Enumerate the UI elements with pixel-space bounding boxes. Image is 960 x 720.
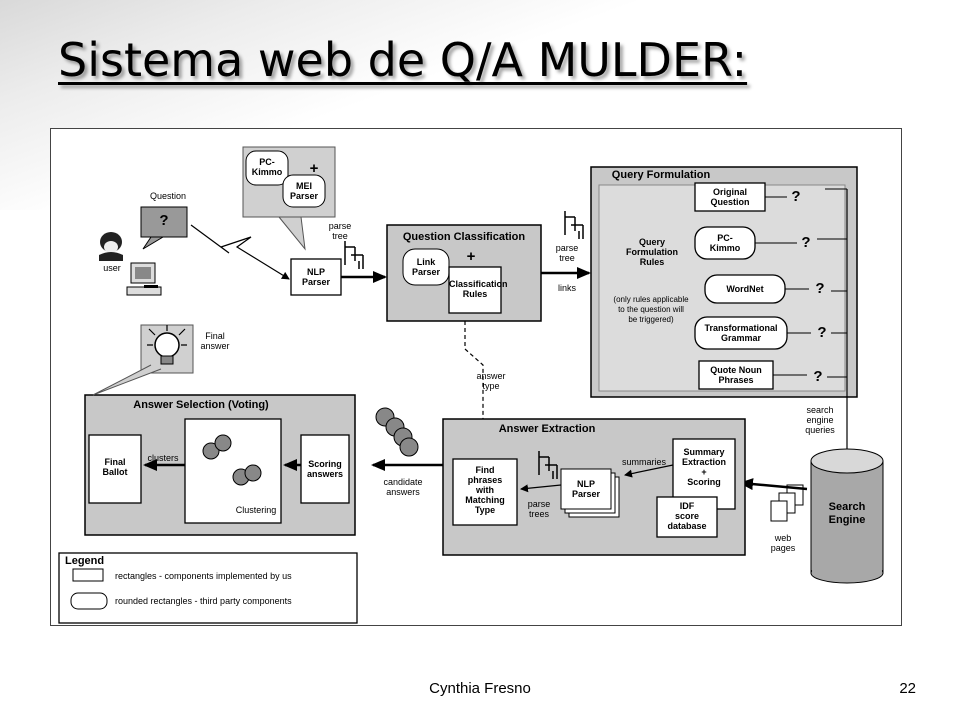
original-question-label: Original Question [710, 187, 750, 207]
parse-tree-icon-2 [564, 211, 584, 239]
legend-title: Legend [65, 555, 105, 567]
links-label: links [557, 283, 576, 293]
parse-tree-icon-1 [344, 241, 364, 269]
computer-icon [126, 262, 162, 296]
answer-extraction-title: Answer Extraction [498, 423, 596, 435]
answer-type-label: answer type [476, 371, 506, 391]
query-formulation-note: (only rules applicable to the question w… [613, 295, 689, 324]
diagram-graphics [58, 146, 884, 624]
original-question-mark: ? [791, 188, 801, 205]
legend-rounded-text: rounded rectangles - third party compone… [115, 596, 292, 606]
slide-title: Sistema web de Q/A MULDER: [58, 33, 748, 87]
footer-author: Cynthia Fresno [429, 680, 531, 697]
user-icon [99, 232, 123, 261]
legend-box [58, 552, 358, 624]
original-question-box [694, 182, 766, 212]
candidate-answers-label: candidate answers [383, 477, 423, 497]
final-ballot-label: Final Ballot [102, 457, 128, 477]
pc-kimmo-rounded-box [245, 150, 289, 186]
idf-database-box [656, 496, 718, 538]
question-mark: ? [159, 212, 169, 229]
nlp-parser-top-box [290, 258, 342, 296]
mulder-architecture-diagram: Question ? user PC- Kimmo + MEI Parser N… [50, 128, 902, 626]
transformational-grammar-mark: ? [817, 324, 827, 341]
answer-selection-title: Answer Selection (Voting) [133, 399, 269, 411]
clusters-bulbs-icon [202, 434, 262, 486]
parse-tree-label-1: parse tree [328, 221, 352, 241]
pc-kimmo-label: PC- Kimmo [251, 157, 283, 177]
legend-rounded-sample [70, 592, 108, 610]
wordnet-mark: ? [815, 280, 825, 297]
question-classification-title: Question Classification [402, 231, 526, 243]
answer-type-connector [464, 321, 487, 432]
summaries-label: summaries [621, 457, 666, 467]
search-engine-label: Search Engine [828, 501, 866, 526]
link-parser-label: Link Parser [411, 257, 441, 277]
quote-noun-phrases-box [698, 360, 774, 390]
pc-kimmo-qf-mark: ? [801, 234, 811, 251]
search-engine-cylinder [810, 448, 884, 584]
scoring-answers-label: Scoring answers [306, 459, 344, 479]
search-engine-queries-label: search engine queries [805, 405, 835, 435]
mei-parser-label: MEI Parser [289, 181, 319, 201]
find-phrases-label: Find phrases with Matching Type [465, 465, 505, 515]
classification-rules-box [448, 266, 502, 314]
web-pages-icon [770, 484, 804, 522]
nlp-parser-bottom-label: NLP Parser [571, 479, 601, 499]
thought-plus: + [309, 160, 319, 177]
legend-rectangles-text: rectangles - components implemented by u… [115, 571, 292, 581]
parse-tree-label-2: parse tree [555, 243, 579, 263]
parse-trees-label: parse trees [527, 499, 551, 519]
query-formulation-rules-label: Query Formulation Rules [626, 237, 678, 267]
qc-plus: + [466, 248, 476, 265]
question-bubble [140, 206, 188, 250]
query-formulation-title: Query Formulation [611, 169, 711, 181]
wordnet-label: WordNet [726, 284, 764, 294]
idf-database-label: IDF score database [667, 501, 707, 531]
quote-noun-phrases-mark: ? [813, 368, 823, 385]
user-label: user [103, 263, 121, 273]
quote-noun-phrases-label: Quote Noun Phrases [710, 365, 762, 385]
query-item-connectors [755, 188, 847, 378]
find-phrases-box [452, 458, 518, 526]
nlp-parser-top-label: NLP Parser [301, 267, 331, 287]
clustering-label: Clustering [235, 505, 277, 515]
transformational-grammar-label: Transformational Grammar [704, 323, 778, 343]
mei-parser-rounded-box [282, 174, 326, 208]
summary-extraction-label: Summary Extraction + Scoring [681, 447, 726, 487]
pc-kimmo-qf-label: PC- Kimmo [709, 233, 741, 253]
candidate-answers-icon [375, 407, 419, 457]
final-ballot-box [88, 434, 142, 504]
parse-tree-icon-3 [538, 451, 558, 479]
user-to-parser-connector [190, 224, 290, 280]
classification-rules-label: Classification Rules [449, 279, 508, 299]
final-answer-label: Final answer [200, 331, 230, 351]
clustering-box [184, 418, 282, 524]
nlp-parser-stack [560, 468, 620, 518]
page-number: 22 [899, 680, 916, 697]
question-label: Question [149, 191, 187, 201]
final-answer-bulb-icon [147, 325, 187, 365]
web-pages-label: web pages [770, 533, 796, 553]
legend-rect-sample [72, 568, 104, 582]
scoring-answers-box [300, 434, 350, 504]
clusters-label: clusters [147, 453, 179, 463]
